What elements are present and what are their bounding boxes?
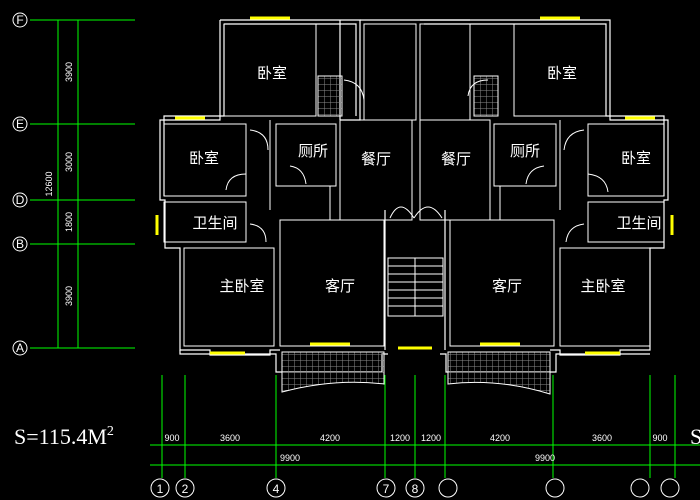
balcony-right <box>447 351 551 395</box>
axis-label-1: 1 <box>157 482 164 496</box>
bottom-dim-5: 1200 <box>421 433 441 443</box>
room-bedroom-top-right: 卧室 <box>547 64 577 82</box>
bottom-dim-1: 900 <box>164 433 179 443</box>
room-bedroom-top-left: 卧室 <box>257 64 287 82</box>
room-master-right: 主卧室 <box>580 277 625 295</box>
left-dim-2: 3000 <box>64 152 74 172</box>
axis-label-4: 4 <box>273 482 280 496</box>
duct-left <box>317 75 343 117</box>
axis-label-2: 2 <box>182 482 189 496</box>
left-dim-total: 12600 <box>44 171 54 196</box>
room-toilet-left: 厕所 <box>298 142 328 160</box>
axis-label-8: 8 <box>412 482 419 496</box>
duct-right <box>473 75 499 117</box>
room-bathroom-left: 卫生间 <box>192 214 237 232</box>
room-toilet-right: 厕所 <box>510 142 540 160</box>
windows <box>155 16 674 355</box>
bottom-dim-3: 4200 <box>320 433 340 443</box>
room-dining-left: 餐厅 <box>361 150 391 168</box>
room-bedroom-mid-right: 卧室 <box>621 149 651 167</box>
left-axis-bubbles <box>12 12 28 356</box>
bottom-total-left: 9900 <box>280 453 300 463</box>
left-dimension-lines <box>30 19 135 349</box>
area-label: S=115.4M2 <box>14 424 114 449</box>
balcony-left <box>281 351 385 393</box>
axis-label-d: D <box>16 193 25 207</box>
bottom-dim-2: 3600 <box>220 433 240 443</box>
interior-walls <box>163 23 665 347</box>
room-bathroom-right: 卫生间 <box>616 214 661 232</box>
axis-label-b: B <box>16 237 24 251</box>
bottom-dimension-lines <box>150 375 700 478</box>
room-master-left: 主卧室 <box>219 277 264 295</box>
left-dim-3: 1800 <box>64 212 74 232</box>
axis-label-f: F <box>16 13 23 27</box>
bottom-total-right: 9900 <box>535 453 555 463</box>
room-living-right: 客厅 <box>492 277 522 295</box>
axis-label-a: A <box>16 341 24 355</box>
bottom-dim-4: 1200 <box>390 433 410 443</box>
room-living-left: 客厅 <box>325 277 355 295</box>
staircase <box>387 206 444 317</box>
axis-label-e: E <box>16 117 24 131</box>
bottom-dim-8: 900 <box>652 433 667 443</box>
room-dining-right: 餐厅 <box>441 150 471 168</box>
bottom-axis-bubbles <box>150 478 680 498</box>
axis-label-7: 7 <box>383 482 390 496</box>
door-arcs <box>225 79 609 243</box>
left-dim-1: 3900 <box>64 62 74 82</box>
room-bedroom-mid-left: 卧室 <box>189 149 219 167</box>
bottom-dim-6: 4200 <box>490 433 510 443</box>
area-label-right: S <box>690 424 700 449</box>
left-dim-4: 3900 <box>64 286 74 306</box>
bottom-dim-7: 3600 <box>592 433 612 443</box>
